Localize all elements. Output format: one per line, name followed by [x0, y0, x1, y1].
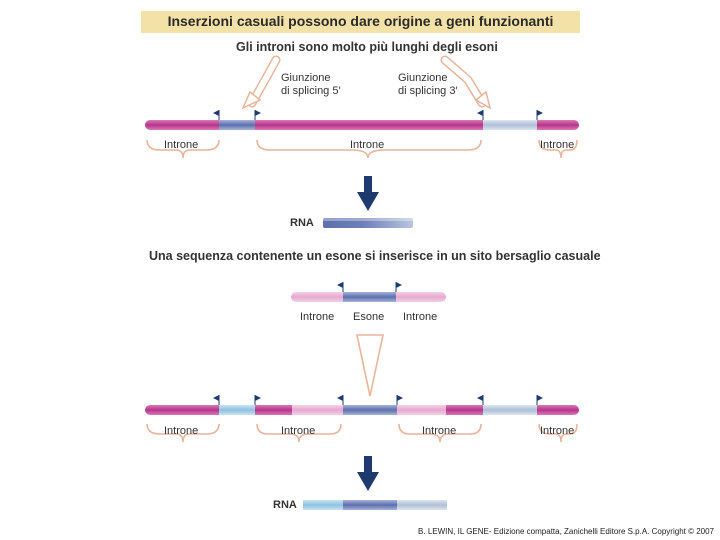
- insert-splice-flags: [342, 282, 397, 292]
- bottom-gene-exon-1: [219, 405, 255, 415]
- title-banner: Inserzioni casuali possono dare origine …: [141, 11, 580, 33]
- flag-icon: [397, 395, 403, 401]
- top-gene-exon-1: [219, 120, 255, 130]
- bottom-inserted-intron-right: [397, 405, 446, 415]
- rna-2-exon-inserted: [343, 500, 397, 510]
- splice3-arrowhead: [474, 90, 492, 110]
- copyright-credit: B. LEWIN, IL GENE- Edizione compatta, Za…: [418, 527, 714, 536]
- down-arrow-2-head: [357, 472, 379, 491]
- rna-2-exon-1: [303, 500, 343, 510]
- flag-icon: [396, 282, 402, 288]
- bottom-gene-exon-2: [483, 405, 537, 415]
- flag-icon: [213, 110, 219, 116]
- insert-exon: [343, 292, 396, 302]
- top-splice-flags: [218, 110, 538, 120]
- flag-icon: [477, 110, 483, 116]
- down-arrow-1-shaft: [364, 176, 372, 192]
- subtitle-insertion: Una sequenza contenente un esone si inse…: [149, 249, 601, 263]
- top-intron-label-mid: Introne: [350, 139, 385, 151]
- top-intron-label-right: Introne: [540, 139, 575, 151]
- top-intron-label-left: Introne: [164, 139, 199, 151]
- rna-bar-1: [323, 218, 413, 228]
- splice5-label-line2: di splicing 5′: [281, 85, 341, 97]
- bottom-braces: [146, 423, 578, 443]
- flag-icon: [477, 395, 483, 401]
- splice5-arrowhead: [241, 90, 262, 110]
- splice3-label-line2: di splicing 3′: [398, 85, 458, 97]
- top-braces: [146, 139, 578, 159]
- rna-label-1: RNA: [290, 217, 314, 229]
- flag-icon: [337, 395, 343, 401]
- flag-icon: [255, 395, 261, 401]
- insert-intron-label-left: Introne: [300, 311, 335, 323]
- bottom-splice-flags: [218, 395, 538, 405]
- flag-icon: [255, 110, 261, 116]
- flag-icon: [213, 395, 219, 401]
- bottom-intron-label-2: Introne: [281, 425, 316, 437]
- rna-label-2: RNA: [273, 499, 297, 511]
- down-arrow-2-shaft: [364, 456, 372, 472]
- flag-icon: [537, 110, 543, 116]
- top-gene-exon-2: [483, 120, 537, 130]
- flag-icon: [537, 395, 543, 401]
- flag-icon: [337, 282, 343, 288]
- insert-intron-label-right: Introne: [403, 311, 438, 323]
- bottom-intron-label-1: Introne: [164, 425, 199, 437]
- bottom-intron-label-3: Introne: [422, 425, 457, 437]
- splice3-label-line1: Giunzione: [398, 72, 448, 84]
- bottom-inserted-intron-left: [292, 405, 343, 415]
- bottom-intron-label-4: Introne: [540, 425, 575, 437]
- rna-2-exon-2: [397, 500, 447, 510]
- down-arrow-1-head: [357, 192, 379, 211]
- splice5-label-line1: Giunzione: [281, 72, 331, 84]
- insert-exon-label: Esone: [353, 311, 385, 323]
- bottom-inserted-exon: [343, 405, 397, 415]
- diagram-title: Inserzioni casuali possono dare origine …: [167, 13, 554, 29]
- subtitle-introns-longer: Gli introni sono molto più lunghi degli …: [236, 40, 498, 54]
- insertion-arrow: [356, 334, 384, 397]
